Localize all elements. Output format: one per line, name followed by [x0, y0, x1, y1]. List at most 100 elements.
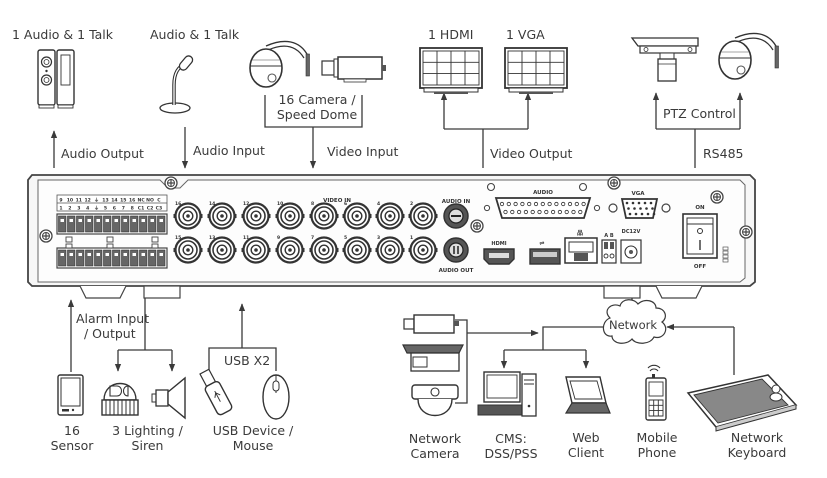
alarm-bottom-terminal[interactable] [67, 249, 76, 267]
video-in-bnc-port[interactable] [240, 202, 272, 230]
video-in-bnc-port[interactable] [172, 236, 204, 264]
video-channel-number: 16 [175, 201, 181, 207]
web-caption-line1: Web [572, 430, 600, 445]
rs485-port-label: A B [604, 233, 614, 239]
alarm-pin-label: C [157, 198, 161, 204]
alarm-pin-label: 7 [122, 206, 125, 212]
alarm-bottom-terminal[interactable] [139, 249, 148, 267]
alarm-pin-label: C3 [156, 206, 163, 212]
video-in-bnc-port[interactable] [172, 202, 204, 230]
network-camera-bracket [455, 319, 468, 404]
video-in-bnc-port[interactable] [308, 236, 340, 264]
video-in-bnc-port[interactable] [374, 236, 406, 264]
ptz-caption: PTZ Control [663, 106, 736, 121]
alarm-pin-label: 16 [129, 198, 135, 204]
laptop-icon [564, 376, 611, 414]
alarm-bottom-terminal[interactable] [76, 249, 85, 267]
video-in-bnc-port[interactable] [274, 202, 306, 230]
microphone-icon [159, 55, 194, 114]
alarm-pin-label: 9 [59, 198, 62, 204]
video-channel-number: 15 [175, 235, 181, 241]
alarm-pin-label: NO [146, 198, 154, 204]
video-in-bnc-port[interactable] [206, 202, 238, 230]
alarm-bottom-terminal[interactable] [112, 249, 121, 267]
video-channel-number: 4 [377, 201, 380, 207]
alarm-top-terminal[interactable] [148, 215, 157, 233]
switch-on-label: ON [695, 205, 705, 211]
video-in-bnc-port[interactable] [341, 202, 373, 230]
ptz-housing-camera-icon [630, 37, 699, 82]
audio-input-label: Audio Input [193, 143, 265, 158]
speed-dome-camera-icon [249, 40, 311, 88]
alarm-top-terminal[interactable] [76, 215, 85, 233]
video-in-bnc-port[interactable] [206, 236, 238, 264]
usb-caption-line2: Mouse [232, 438, 274, 453]
video-output-label: Video Output [490, 146, 573, 161]
alarm-io-label: Alarm Input / Output [76, 311, 149, 341]
alarm-bottom-terminal[interactable] [121, 249, 130, 267]
alarm-top-terminal[interactable] [103, 215, 112, 233]
lighting-siren-caption: 3 Lighting / Siren [105, 423, 190, 453]
alarm-pin-label: C1 [138, 206, 145, 212]
network-symbol-icon: 品 [577, 229, 583, 237]
audio-out-label: AUDIO OUT [439, 268, 474, 274]
alarm-pin-label: 11 [76, 198, 82, 204]
video-in-bnc-port[interactable] [240, 236, 272, 264]
video-in-bnc-port[interactable] [308, 202, 340, 230]
cameras-caption: 16 Camera / Speed Dome [272, 92, 362, 122]
sensor-icon [57, 374, 84, 416]
alarm-pin-label: 3 [77, 206, 80, 212]
alarm-bottom-terminal[interactable] [157, 249, 166, 267]
audio-out-port[interactable] [443, 237, 469, 263]
power-switch[interactable] [682, 213, 718, 259]
video-in-bnc-port[interactable] [374, 202, 406, 230]
hdmi-port[interactable] [483, 248, 515, 265]
alarm-top-terminal[interactable] [85, 215, 94, 233]
cms-caption-line2: DSS/PSS [484, 446, 538, 461]
video-channel-number: 10 [277, 201, 283, 207]
alarm-bottom-terminal[interactable] [103, 249, 112, 267]
alarm-pin-label: 14 [111, 198, 117, 204]
sensor-caption-line2: Sensor [50, 438, 94, 453]
video-channel-number: 8 [311, 201, 314, 207]
rj45-network-port[interactable] [564, 237, 598, 264]
audio-output-label: Audio Output [61, 146, 144, 161]
sensor-caption: 16 Sensor [50, 423, 94, 453]
rs485-terminal[interactable] [601, 239, 617, 264]
alarm-top-terminal[interactable] [112, 215, 121, 233]
cms-caption-line1: CMS: [495, 431, 527, 446]
video-in-bnc-port[interactable] [407, 202, 439, 230]
switch-off-label: OFF [694, 264, 706, 270]
video-in-bnc-port[interactable] [274, 236, 306, 264]
vga-monitor-icon [504, 47, 568, 95]
alarm-top-terminal[interactable] [130, 215, 139, 233]
alarm-top-terminal[interactable] [58, 215, 67, 233]
video-in-bnc-port[interactable] [407, 236, 439, 264]
network-keyboard-caption: Network Keyboard [720, 430, 794, 460]
vga-port[interactable] [608, 198, 671, 219]
power-port-label: DC12V [622, 229, 641, 235]
cameras-caption-line2: Speed Dome [276, 107, 358, 122]
alarm-bottom-terminal[interactable] [94, 249, 103, 267]
audio-db25-port[interactable] [494, 197, 592, 219]
video-in-label: VIDEO IN [323, 198, 351, 204]
alarm-top-terminal[interactable] [121, 215, 130, 233]
alarm-pin-label: 1 [59, 206, 62, 212]
alarm-top-terminal[interactable] [94, 215, 103, 233]
alarm-bottom-terminal[interactable] [148, 249, 157, 267]
lighting-caption-line2: Siren [131, 438, 164, 453]
alarm-top-terminal[interactable] [139, 215, 148, 233]
alarm-top-terminal[interactable] [157, 215, 166, 233]
alarm-pin-label: ⏚ [94, 197, 99, 204]
alarm-bottom-terminal[interactable] [130, 249, 139, 267]
alarm-bottom-terminal[interactable] [58, 249, 67, 267]
dc-power-port[interactable] [620, 239, 642, 264]
network-camera-caption: Network Camera [405, 431, 465, 461]
alarm-bottom-terminal[interactable] [85, 249, 94, 267]
alarm-top-terminal[interactable] [67, 215, 76, 233]
video-channel-number: 5 [344, 235, 347, 241]
usb-port[interactable] [529, 248, 561, 265]
video-in-bnc-port[interactable] [341, 236, 373, 264]
audio-in-port[interactable] [443, 203, 469, 229]
